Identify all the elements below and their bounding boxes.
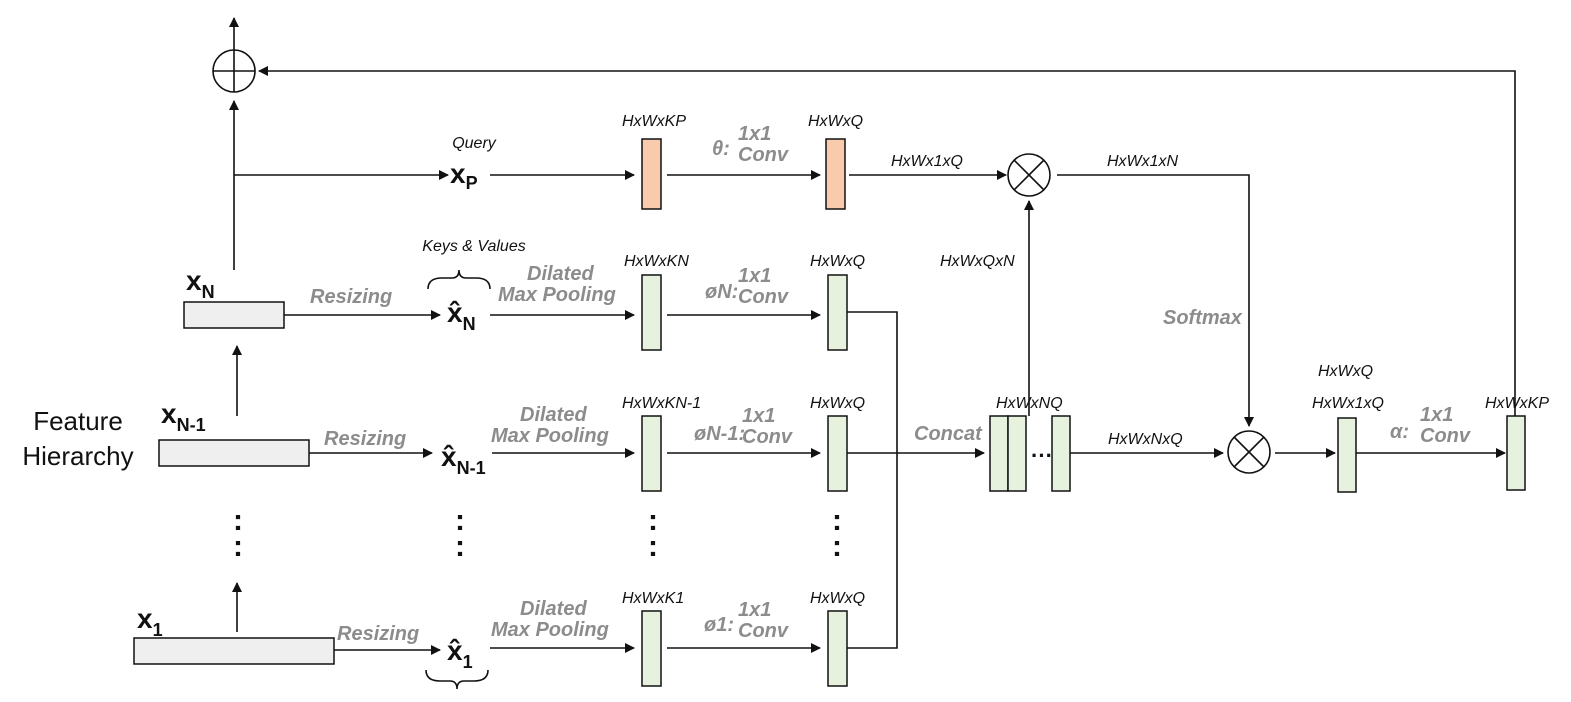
dim-conv-n: HxWxQ: [810, 253, 865, 270]
final-output-block: [1506, 415, 1526, 491]
concat-block-1: [989, 415, 1009, 492]
dim-pool-n: HxWxKN: [624, 253, 689, 270]
symbol-xhat-n: x̂N: [447, 297, 476, 334]
dim-values-stack: HxWxNxQ: [1108, 431, 1183, 448]
conv-size-theta: 1x1: [738, 123, 771, 145]
hierarchy-label-line1: Feature: [33, 406, 123, 436]
svg-text::: :: [832, 530, 842, 563]
dim-query-out: HxWx1xQ: [891, 153, 963, 170]
brace-bottom: [425, 669, 489, 690]
multiply-operator-icon: [1007, 153, 1051, 197]
svg-text::: :: [233, 504, 243, 537]
symbol-xp: xP: [450, 158, 478, 193]
conv-size-alpha: 1x1: [1420, 404, 1453, 426]
symbol-xn1: xN-1: [161, 398, 206, 435]
phi-1-symbol: ø1:: [704, 614, 734, 636]
pool-block-1: [641, 610, 662, 687]
conv-label-theta: Conv: [738, 144, 790, 166]
dilated-label-n: Dilated: [527, 263, 594, 285]
dilated-label-1: Dilated: [520, 598, 587, 620]
query-conv-block: [825, 138, 846, 210]
dim-concat: HxWxNQ: [996, 395, 1063, 412]
conv-size-phi-n1: 1x1: [742, 405, 775, 427]
conv-block-n: [827, 274, 848, 351]
dim-output-1q: HxWx1xQ: [1312, 395, 1384, 412]
svg-text::: :: [648, 530, 658, 563]
query-key-block: [641, 138, 662, 210]
concat-block-2: [1007, 415, 1027, 492]
hierarchy-label-line2: Hierarchy: [22, 441, 133, 471]
arrow-residual: [258, 66, 1516, 416]
svg-text::: :: [832, 504, 842, 537]
svg-text::: :: [233, 530, 243, 563]
dim-query-conv: HxWxQ: [808, 113, 863, 130]
feature-bar-n: [183, 301, 285, 329]
svg-text::: :: [455, 504, 465, 537]
theta-symbol: θ:: [712, 138, 730, 160]
max-pooling-label-1: Max Pooling: [491, 619, 609, 641]
pool-block-n: [641, 274, 662, 351]
conv-label-phi-1: Conv: [738, 620, 790, 642]
svg-text::: :: [648, 504, 658, 537]
svg-text::: :: [455, 530, 465, 563]
dim-keys-stack: HxWxQxN: [940, 253, 1015, 270]
dim-pool-1: HxWxK1: [622, 590, 684, 607]
phi-n-symbol: øN:: [705, 281, 738, 303]
concat-ellipsis: ···: [1031, 443, 1053, 468]
conv-label-phi-n: Conv: [738, 286, 790, 308]
dim-conv-n1: HxWxQ: [810, 395, 865, 412]
conv-size-phi-1: 1x1: [738, 599, 771, 621]
symbol-xhat-1: x̂1: [447, 635, 473, 672]
symbol-x1: x1: [137, 603, 163, 640]
vertical-dots: : : : : : : : :: [233, 504, 842, 563]
phi-n1-symbol: øN-1:: [694, 423, 745, 445]
dim-pool-n1: HxWxKN-1: [622, 395, 701, 412]
query-label: Query: [452, 135, 497, 152]
conv-size-phi-n: 1x1: [738, 265, 771, 287]
resizing-label-n: Resizing: [310, 286, 392, 308]
dim-final: HxWxKP: [1485, 395, 1549, 412]
dim-output-q: HxWxQ: [1318, 363, 1373, 380]
conv-label-alpha: Conv: [1420, 425, 1472, 447]
concat-bus: [847, 311, 898, 649]
connections: [229, 17, 1516, 655]
dim-query-key: HxWxKP: [622, 113, 686, 130]
symbol-xhat-n1: x̂N-1: [441, 441, 486, 478]
softmax-label: Softmax: [1163, 307, 1243, 329]
dim-conv-1: HxWxQ: [810, 590, 865, 607]
feature-bar-n1: [158, 439, 310, 467]
dilated-label-n1: Dilated: [520, 404, 587, 426]
multiply-operator-icon: [1227, 430, 1271, 474]
concat-block-n: [1051, 415, 1071, 492]
symbol-xn: xN: [186, 265, 215, 302]
sum-operator-icon: [212, 49, 256, 93]
attention-output-block: [1337, 417, 1357, 493]
max-pooling-label-n1: Max Pooling: [491, 425, 609, 447]
resizing-label-n1: Resizing: [324, 428, 406, 450]
conv-block-1: [827, 610, 848, 687]
feature-bar-1: [133, 637, 335, 665]
conv-label-phi-n1: Conv: [742, 426, 794, 448]
resizing-label-1: Resizing: [337, 623, 419, 645]
arrow-softmax: [1057, 174, 1254, 427]
conv-block-n1: [827, 415, 848, 492]
pool-block-n1: [641, 415, 662, 492]
max-pooling-label-n: Max Pooling: [498, 284, 616, 306]
keys-values-label: Keys & Values: [422, 238, 525, 255]
brace-top: [427, 269, 491, 290]
alpha-symbol: α:: [1390, 421, 1409, 443]
concat-label: Concat: [914, 423, 983, 445]
dim-attention-map: HxWx1xN: [1107, 153, 1179, 170]
